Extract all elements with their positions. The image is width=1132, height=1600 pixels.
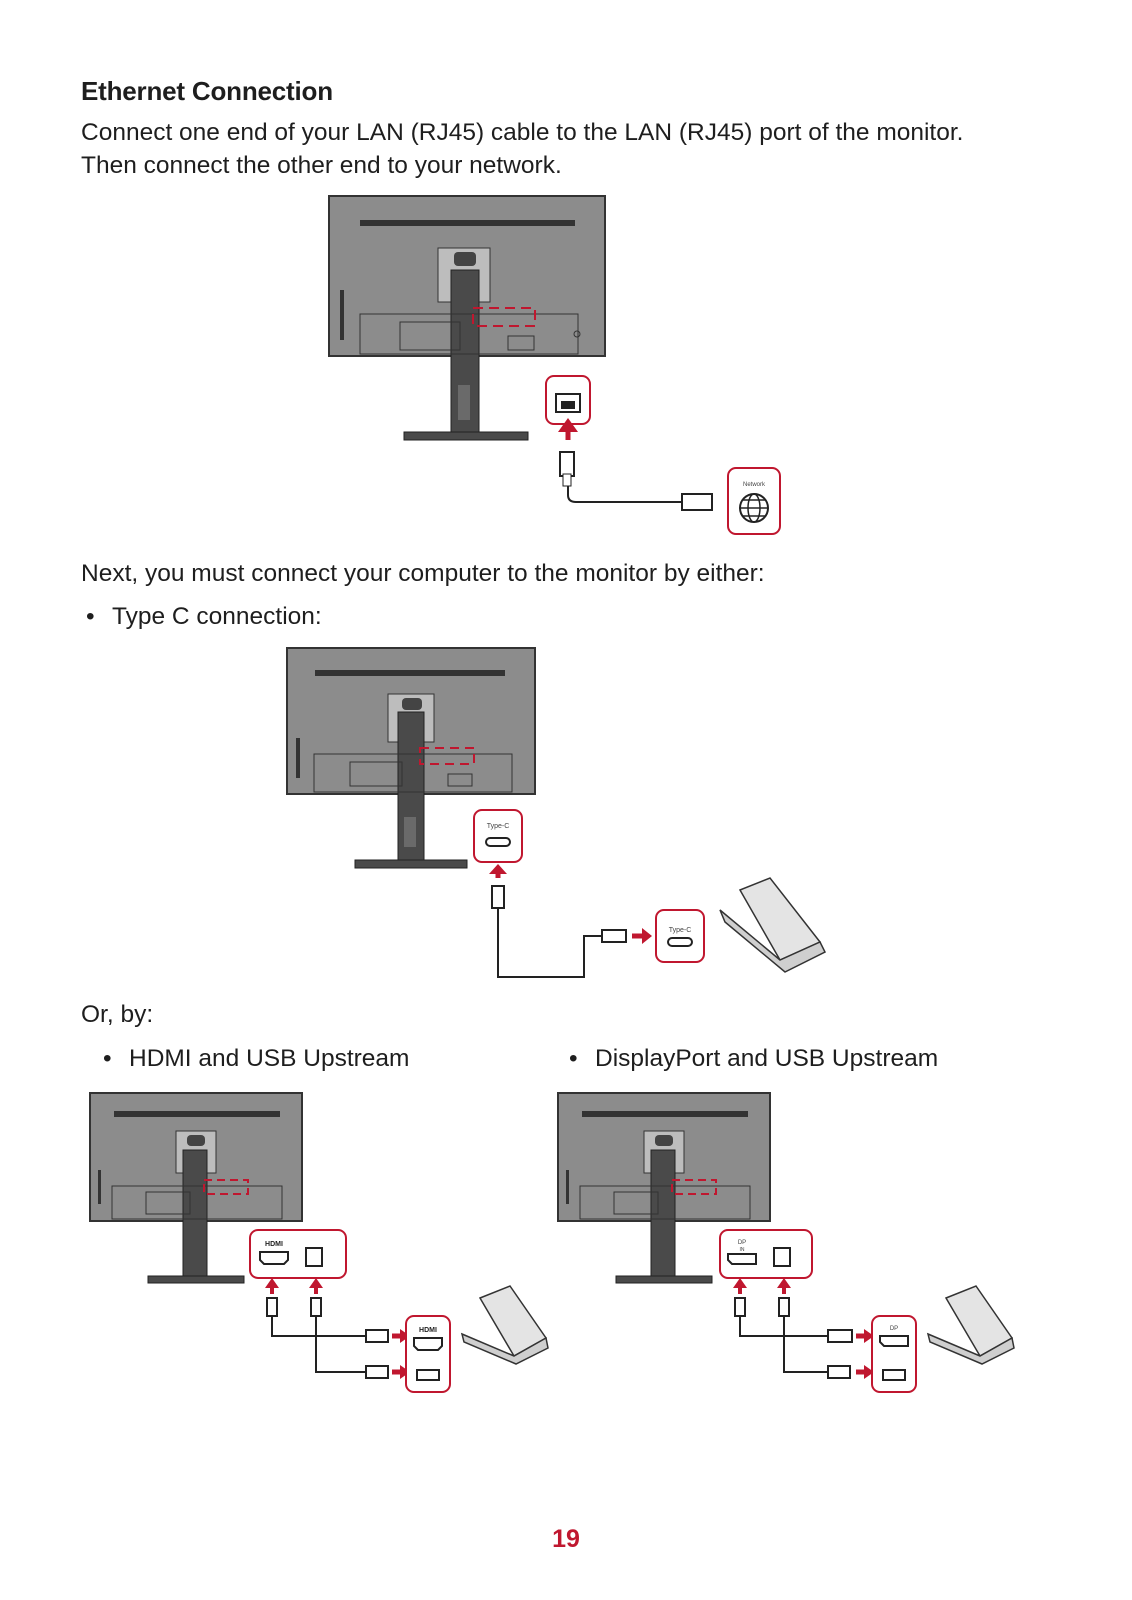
hdmi-label-laptop: HDMI (419, 1327, 437, 1334)
dp-in-label: IN (740, 1247, 745, 1253)
bullet-dp: •DisplayPort and USB Upstream (569, 1045, 939, 1072)
network-callout (727, 467, 781, 535)
lan-cable (567, 486, 682, 503)
usb-b-port-icon (305, 1247, 323, 1267)
hdmi-label-monitor: HDMI (265, 1241, 283, 1248)
network-label: Network (743, 482, 766, 488)
bullet-hdmi: •HDMI and USB Upstream (103, 1045, 410, 1072)
typec-diagram: Type-C Type-C (286, 647, 827, 978)
bullet-typec: •Type C connection: (86, 603, 322, 630)
typec-port-icon (485, 837, 511, 847)
typec-cable (497, 908, 602, 978)
typec-label-monitor: Type-C (487, 823, 510, 830)
bullet-dp-label: DisplayPort and USB Upstream (595, 1045, 939, 1072)
laptop-icon (926, 1285, 1015, 1365)
page-number: 19 (552, 1525, 580, 1553)
laptop-icon (719, 877, 827, 973)
dp-diagram: DP IN DP (557, 1092, 1015, 1393)
hdmi-diagram: HDMI HDMI (89, 1092, 549, 1393)
vent (360, 220, 575, 226)
dp-port-icon (727, 1253, 757, 1265)
laptop-icon (460, 1285, 549, 1365)
intro-line-1: Connect one end of your LAN (RJ45) cable… (81, 119, 964, 146)
bullet-hdmi-label: HDMI and USB Upstream (129, 1045, 410, 1072)
dp-label-laptop: DP (890, 1326, 898, 1332)
stand (450, 269, 480, 436)
ethernet-diagram: Network (328, 195, 781, 535)
next-text: Next, you must connect your computer to … (81, 560, 765, 587)
typec-port-callout-laptop (655, 909, 705, 963)
dp-label-monitor: DP (738, 1240, 746, 1246)
or-text: Or, by: (81, 1001, 154, 1028)
hdmi-port-icon (259, 1251, 289, 1265)
section-title: Ethernet Connection (81, 76, 333, 106)
intro-line-2: Then connect the other end to your netwo… (81, 152, 562, 179)
bullet-typec-label: Type C connection: (112, 603, 322, 630)
lan-plug (559, 451, 575, 477)
typec-label-laptop: Type-C (669, 927, 692, 934)
usb-b-port-icon (773, 1247, 791, 1267)
typec-port-callout-monitor (473, 809, 523, 863)
